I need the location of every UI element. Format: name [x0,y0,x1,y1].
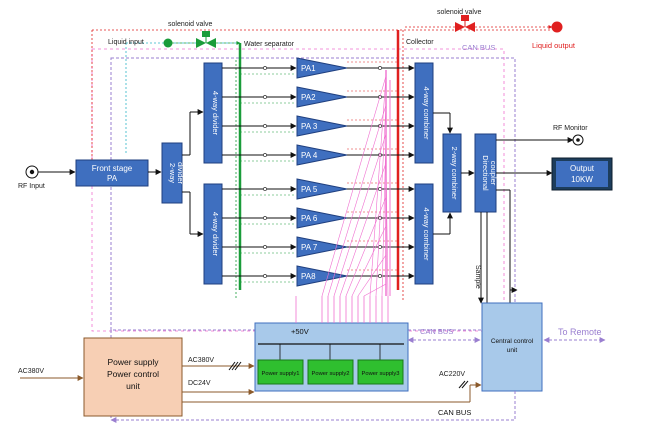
ac220v-label: AC220V [439,371,465,378]
pa-label-2: PA2 [301,93,316,102]
can-bus-top-label: CAN BUS [462,43,495,52]
psu-module-1 [257,359,304,385]
pa-7: PA 7 [222,236,415,258]
central-control-line1: Central control [491,338,534,345]
psu-module-label-1: Power supply1 [261,371,299,377]
two-way-divider-block [161,142,183,204]
pa-label-5: PA 5 [301,185,318,194]
front-stage-pa-block [75,159,149,187]
pa-6: PA 6 [222,207,415,229]
liquid-input-label: Liquid input [108,39,144,46]
power-supply-line1: Power supply [107,357,159,367]
pa-triangle-3 [296,115,348,137]
ac380v-output-label: AC380V [188,357,214,364]
liquid-input-port [163,38,173,48]
solenoid-valve-label-2: solenoid valve [437,9,481,16]
solenoid-valve-label-1: solenoid valve [168,21,212,28]
front-stage-line1: Front stage [92,164,133,173]
pa-label-3: PA 3 [301,122,318,131]
directional-coupler-line1: Directional [481,155,490,191]
pa-5: PA 5 [222,178,415,200]
solenoid-valve-icon [196,31,216,48]
collector-label: Collector [406,39,434,46]
psu-module-3 [357,359,404,385]
central-control-line2: unit [507,347,518,354]
four-way-combiner-bottom-label: 4-way combiner [422,208,431,261]
dc24v-label: DC24V [188,380,211,387]
pa-label-7: PA 7 [301,243,318,252]
power-supply-line2: Power control [107,369,159,379]
four-way-divider-bottom [203,183,223,285]
rf-input-label: RF Input [18,183,45,190]
four-way-divider-top-label: 4-way divider [211,91,220,136]
can-bus-bottom-label: CAN BUS [438,408,471,417]
four-way-divider-top [203,62,223,164]
front-stage-line2: PA [107,174,118,183]
four-way-divider-bottom-label: 4-way divider [211,212,220,257]
psu-module-2 [307,359,354,385]
can-bus-mid-label: CAN BUS [420,327,453,336]
pa-triangle-4 [296,144,348,166]
solenoid-valve-icon-2 [455,15,475,32]
pa-triangle-7 [296,236,348,258]
power-supply-control-unit [83,337,183,417]
sample-label: Sample [474,265,481,289]
pa-label-4: PA 4 [301,151,318,160]
pa-label-1: PA1 [301,64,316,73]
two-way-combiner-label: 2-way combiner [450,147,459,200]
ac380v-input-label: AC380V [18,368,44,375]
psu-module-label-3: Power supply3 [361,371,399,377]
liquid-output-port [551,21,563,33]
two-way-divider-line1: 2-way [168,163,177,183]
four-way-combiner-top-label: 4-way combiner [422,87,431,140]
directional-coupler-line2: coupler [489,161,498,186]
pa-label-6: PA 6 [301,214,318,223]
rf-monitor-label: RF Monitor [553,125,588,132]
p50v-label: +50V [291,327,309,336]
water-separator-label: Water separator [244,41,295,48]
power-supply-line3: unit [126,381,140,391]
pa-triangle-5 [296,178,348,200]
to-remote-label: To Remote [558,327,602,337]
pa-label-8: PA8 [301,272,316,281]
psu-module-group: Power supply1 Power supply2 Power supply3 [257,344,404,385]
pa-triangle-2 [296,86,348,108]
pa-3: PA 3 [222,115,415,137]
liquid-output-label: Liquid output [532,41,576,50]
central-control-unit [481,302,543,392]
two-way-divider-line2: divider [176,162,185,185]
output-line1: Output [570,164,595,173]
psu-module-label-2: Power supply2 [311,371,349,377]
pa-triangle-1 [296,57,348,79]
pa-triangle-6 [296,207,348,229]
output-line2: 10KW [571,175,593,184]
pa-1: PA1 [222,57,415,79]
pa-triangle-8 [296,265,348,287]
pink-feed-lines [295,70,391,323]
pa-8: PA8 [222,265,415,287]
pa-2: PA2 [222,86,415,108]
